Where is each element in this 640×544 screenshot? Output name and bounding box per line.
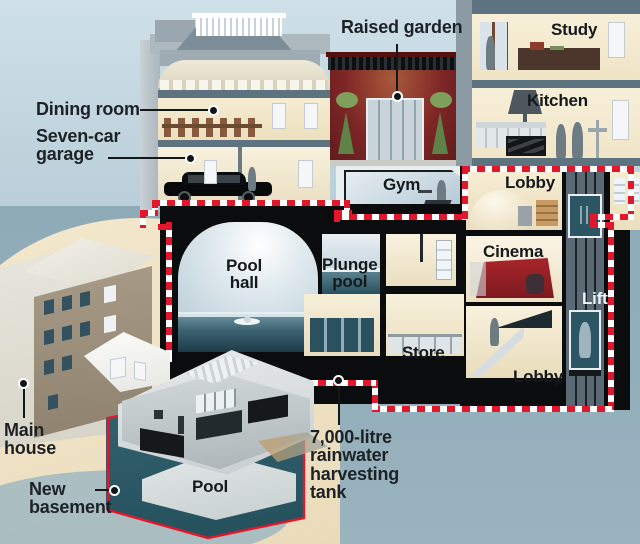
- room-label-study: Study: [551, 20, 598, 39]
- room-label-plunge-pool: Plunge pool: [322, 255, 378, 292]
- callout-leader-rainwater-tank: [338, 385, 340, 425]
- callout-leader-main-house: [23, 388, 25, 418]
- callout-dot-rainwater-tank: [333, 375, 344, 386]
- store-room: [386, 294, 464, 356]
- callout-label-main-house: Main house: [4, 420, 57, 459]
- callout-dot-main-house: [18, 378, 29, 389]
- room-label-kitchen: Kitchen: [527, 91, 588, 110]
- callout-leader-raised-garden: [396, 44, 398, 96]
- callout-dot-raised-garden: [392, 91, 403, 102]
- lobby-lower-room: [466, 306, 562, 378]
- callout-leader-seven-car-garage: [108, 157, 190, 159]
- room-label-lobby-lower: Lobby: [513, 367, 563, 386]
- cinema-room: [466, 236, 562, 302]
- lobby-upper-room: [466, 172, 562, 230]
- room-label-gym: Gym: [383, 175, 421, 194]
- room-label-pool-hall: Pool hall: [226, 256, 263, 293]
- callout-dot-new-basement: [109, 485, 120, 496]
- room-label-store: Store: [402, 343, 445, 362]
- callout-label-raised-garden: Raised garden: [341, 17, 463, 37]
- callout-dot-dining-room: [208, 105, 219, 116]
- room-label-cinema: Cinema: [483, 242, 544, 261]
- dining-furniture: [162, 116, 262, 138]
- room-label-lift: Lift: [582, 289, 608, 308]
- room-label-pool-iso: Pool: [192, 477, 229, 496]
- callout-label-new-basement: New basement: [29, 479, 112, 518]
- callout-leader-dining-room: [140, 109, 213, 111]
- plunge-pool-room: [322, 234, 380, 294]
- rainwater-tank-unit: [304, 294, 380, 356]
- pool-hall-room: [178, 222, 318, 352]
- room-label-lobby-upper: Lobby: [505, 173, 555, 192]
- callout-label-dining-room: Dining room: [36, 99, 140, 119]
- callout-leader-new-basement: [95, 489, 117, 491]
- callout-dot-seven-car-garage: [185, 153, 196, 164]
- lift-shaft: [566, 170, 604, 406]
- callout-label-rainwater-tank: 7,000-litre rainwater harvesting tank: [310, 427, 400, 503]
- callout-label-seven-car-garage: Seven-car garage: [36, 126, 121, 165]
